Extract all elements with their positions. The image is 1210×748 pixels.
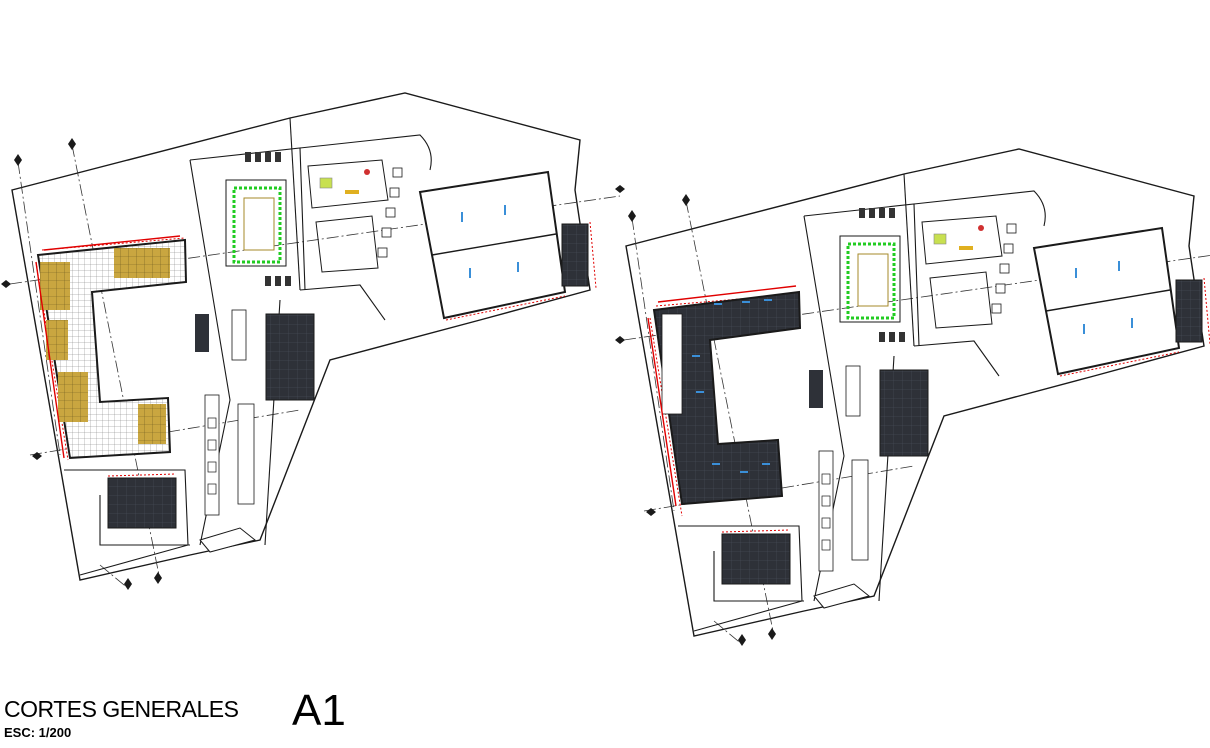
sheet-code: A1 bbox=[292, 686, 346, 735]
site-plan-left bbox=[0, 91, 627, 592]
site-plan-right bbox=[613, 147, 1210, 648]
sheet-scale: ESC: 1/200 bbox=[4, 725, 72, 740]
title-block: CORTES GENERALES ESC: 1/200 A1 bbox=[0, 686, 1210, 748]
sheet-title: CORTES GENERALES bbox=[4, 696, 239, 722]
site-plans-drawing bbox=[0, 91, 1210, 648]
